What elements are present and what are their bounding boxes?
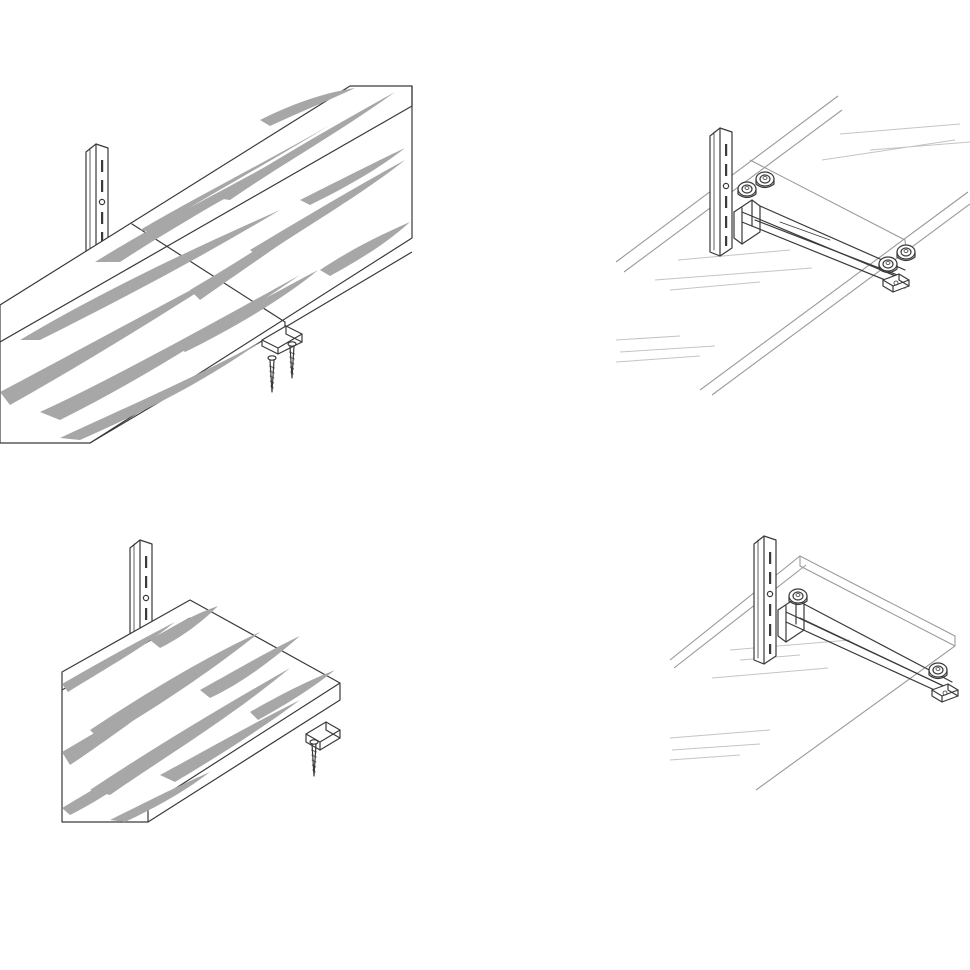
screw — [267, 355, 277, 393]
bracket-tip-clip — [882, 273, 910, 293]
panel-wood-shelf-long — [0, 85, 413, 444]
bracket-clip — [261, 325, 303, 355]
panel-glass-shelf-single — [669, 535, 959, 791]
wood-shelf-board — [61, 599, 341, 823]
bracket-tip-clip — [931, 683, 959, 703]
glass-holder — [755, 171, 775, 189]
wall-upright — [753, 535, 777, 665]
glass-holder — [928, 662, 948, 680]
wall-upright — [709, 127, 733, 257]
glass-holder — [788, 588, 808, 606]
glass-shelf — [669, 555, 956, 791]
wood-shelf-board — [0, 85, 413, 444]
glass-bracket-arm — [733, 199, 906, 289]
panel-glass-shelf-long — [615, 95, 970, 396]
glass-holder — [896, 244, 916, 262]
glass-holder — [737, 181, 757, 199]
panel-wood-shelf-single — [61, 539, 341, 823]
glass-bracket-arm — [777, 597, 953, 699]
glass-shelf — [615, 95, 970, 396]
bracket-clip — [305, 721, 341, 751]
glass-holder — [878, 256, 898, 274]
